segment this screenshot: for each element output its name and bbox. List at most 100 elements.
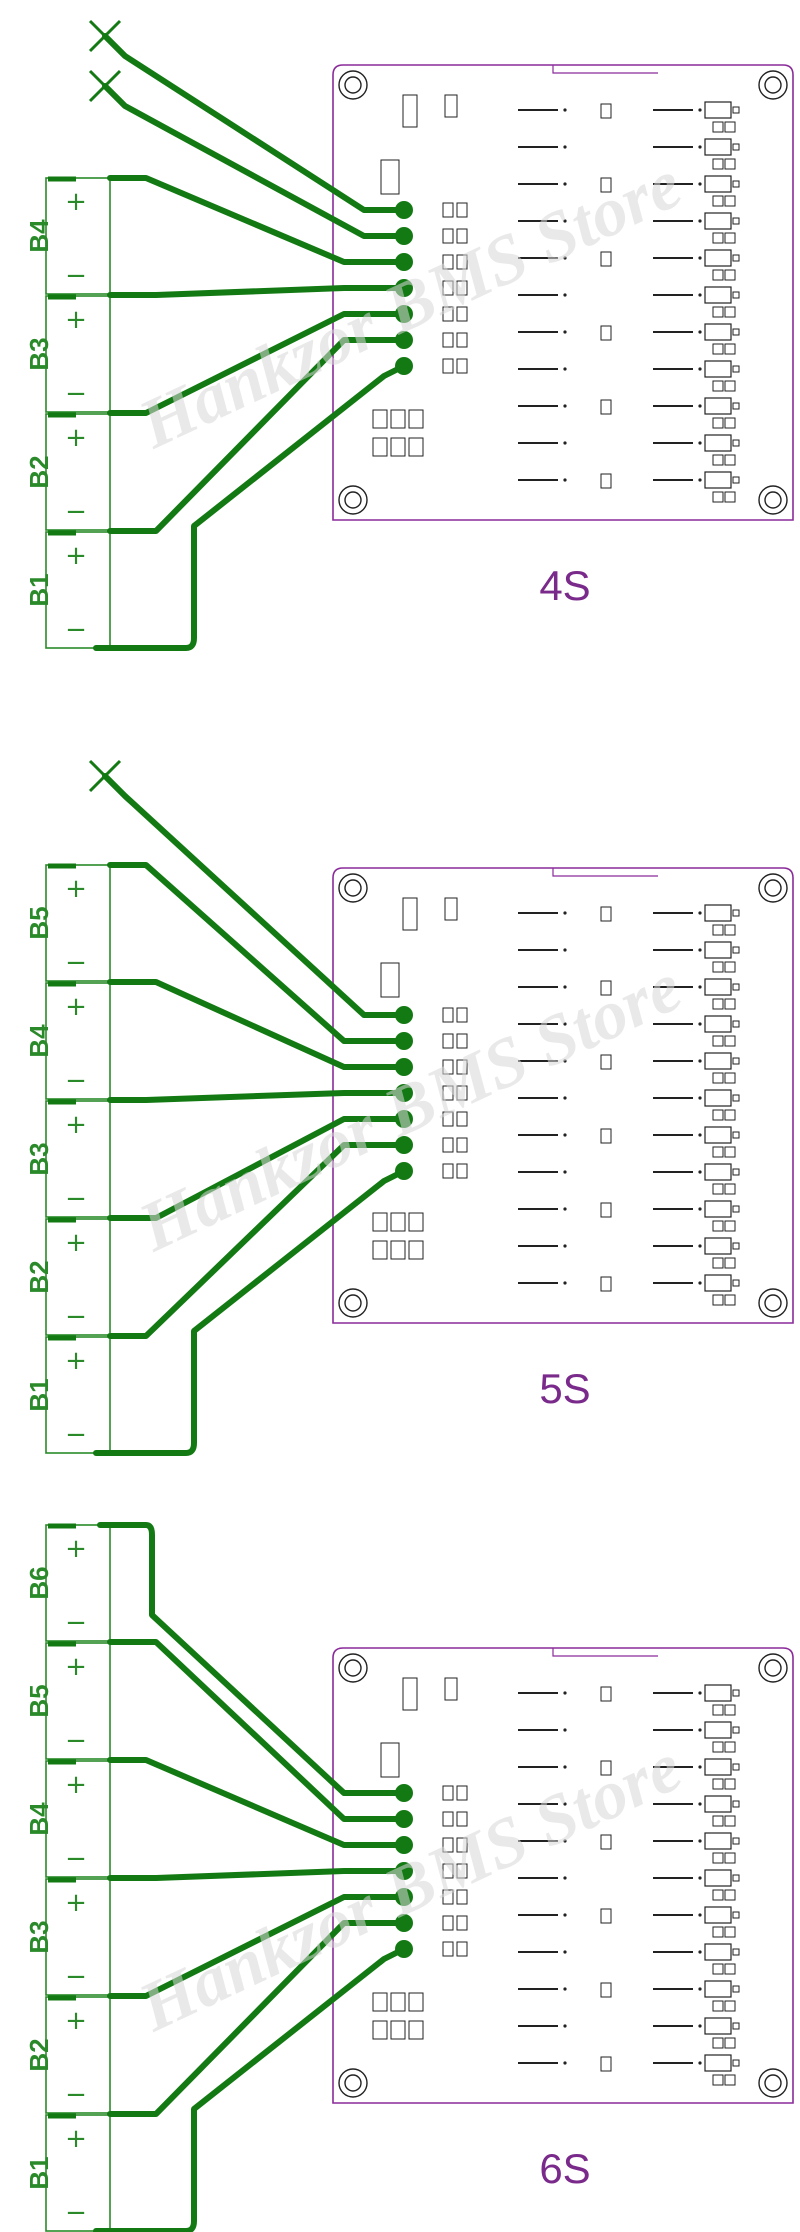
battery-cell-b1: +−B1 [24,2113,111,2232]
via [698,1802,702,1806]
component-footprint [380,962,400,998]
balance-pad [395,1006,413,1024]
via [563,1876,567,1880]
balance-wire [107,175,407,265]
component-footprint [732,1057,740,1065]
mounting-hole-inner [764,1659,782,1677]
component-footprint [380,159,400,195]
component-footprint [442,1889,454,1905]
component-footprint [724,232,736,244]
component-footprint [408,1212,424,1232]
minus-terminal: − [65,1302,87,1332]
component-footprint [724,998,736,1010]
component-footprint [712,1704,724,1716]
balance-wire [93,1946,407,2232]
component-footprint [732,1020,740,1028]
mounting-hole-inner [764,2074,782,2092]
battery-cell-b5: +−B5 [24,863,111,982]
via [563,441,567,445]
via [563,2061,567,2065]
component-footprint [456,358,468,374]
via [698,256,702,260]
minus-terminal: − [65,1962,87,1992]
component-footprint [712,158,724,170]
component-footprint [712,269,724,281]
mounting-hole [338,70,368,100]
via [563,1022,567,1026]
balance-wires [93,1522,407,2232]
component-footprint [732,106,740,114]
cell-label: B3 [24,337,54,370]
cell-body [45,2114,111,2232]
via [698,911,702,915]
minus-terminal: − [65,1844,87,1874]
component-footprint [724,1072,736,1084]
mounting-hole-inner [344,76,362,94]
cell-body [45,1996,111,2114]
component-footprint [600,980,612,996]
plus-terminal: + [65,423,87,453]
minus-terminal: − [65,1184,87,1214]
component-footprint [712,195,724,207]
led-footprint [704,1052,732,1070]
component-footprint [456,1163,468,1179]
battery-cell-b3: + −B3 [24,294,111,413]
balance-pad [395,1914,413,1932]
component-footprint [712,1109,724,1121]
component-footprint [732,217,740,225]
balance-pad [395,1110,413,1128]
component-footprint [456,1059,468,1075]
plus-terminal: + [65,305,87,335]
component-footprint [408,409,424,429]
minus-terminal: − [65,1726,87,1756]
component-footprint [724,961,736,973]
balance-wire [107,285,407,298]
balance-wire [93,363,407,651]
balance-pad [395,1888,413,1906]
component-footprint [600,1834,612,1850]
led-footprint [704,1869,732,1887]
cell-body [45,1760,111,1878]
component-footprint [712,306,724,318]
via [563,1244,567,1248]
plus-terminal: + [65,1228,87,1258]
component-footprint [456,1033,468,1049]
component-footprint [408,1992,424,2012]
component-footprint [732,1837,740,1845]
balance-pad [395,1162,413,1180]
via [698,1765,702,1769]
component-footprint [724,491,736,503]
cell-body [45,1336,111,1454]
mounting-hole-inner [764,491,782,509]
via [698,1244,702,1248]
component-footprint [712,1035,724,1047]
config-caption: 6S [539,2145,590,2192]
component-footprint [442,358,454,374]
cell-body [45,1642,111,1760]
minus-terminal: − [65,379,87,409]
cell-label: B4 [24,1024,54,1058]
led-footprint [704,1795,732,1813]
component-footprint [712,121,724,133]
led-footprint [704,1089,732,1107]
via [698,1950,702,1954]
component-footprint [712,491,724,503]
component-footprint [456,228,468,244]
minus-terminal: − [65,1420,87,1450]
component-footprint [732,1800,740,1808]
component-footprint [732,402,740,410]
minus-terminal: − [65,497,87,527]
component-footprint [724,195,736,207]
bms-board [332,64,794,521]
component-footprint [442,1033,454,1049]
via [698,1022,702,1026]
component-footprint [724,1889,736,1901]
component-footprint [712,343,724,355]
component-footprint [732,1168,740,1176]
component-footprint [724,306,736,318]
component-footprint [724,1109,736,1121]
via [563,145,567,149]
cell-label: B4 [24,1802,54,1836]
via [698,441,702,445]
balance-pad [395,331,413,349]
